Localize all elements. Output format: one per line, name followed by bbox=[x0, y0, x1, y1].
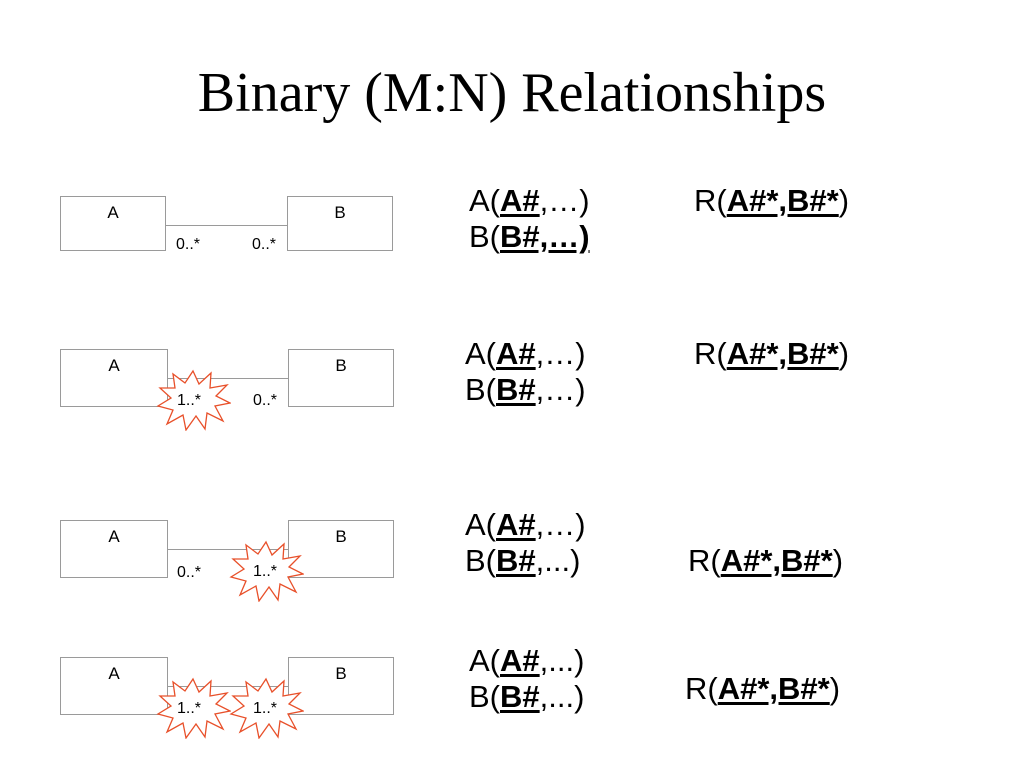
highlight-starburst-a bbox=[156, 369, 231, 431]
multiplicity-b: 1..* bbox=[252, 700, 277, 717]
relation-b: B(B#,...) bbox=[469, 679, 585, 714]
association-line bbox=[168, 549, 289, 550]
entity-label-a: A bbox=[108, 664, 120, 683]
association-line bbox=[168, 686, 289, 687]
entity-label-a: A bbox=[107, 203, 119, 222]
relationship-row-4: A B 1..* 1..* A(A#,...) B(B#,...) R(A#*,… bbox=[0, 643, 1024, 777]
multiplicity-b: 0..* bbox=[251, 236, 276, 253]
entity-label-b: B bbox=[335, 527, 347, 546]
entity-label-b: B bbox=[335, 356, 347, 375]
relation-schemas-ab: A(A#,...) B(B#,...) bbox=[469, 643, 584, 715]
entity-label-a: A bbox=[108, 527, 120, 546]
relation-b: B(B#,...) bbox=[465, 543, 581, 578]
relation-schemas-ab: A(A#,…) B(B#,...) bbox=[465, 507, 586, 579]
association-line bbox=[166, 225, 288, 226]
relationship-row-2: A B 1..* 0..* A(A#,…) B(B#,…) R(A#*,B#*) bbox=[0, 336, 1024, 469]
relation-a: A(A#,…) bbox=[465, 336, 586, 371]
relationship-row-1: A B 0..* 0..* A(A#,…) B(B#,…) R(A#*,B#*) bbox=[0, 183, 1024, 316]
relation-r: R(A#*,B#*) bbox=[685, 671, 841, 706]
relation-b: B(B#,…) bbox=[469, 219, 590, 254]
entity-box-a: A bbox=[60, 196, 166, 251]
relation-a: A(A#,…) bbox=[465, 507, 586, 542]
entity-box-b: B bbox=[288, 349, 394, 407]
multiplicity-a: 0..* bbox=[175, 236, 200, 253]
multiplicity-a: 1..* bbox=[176, 700, 201, 717]
entity-box-b: B bbox=[287, 196, 393, 251]
entity-label-a: A bbox=[108, 356, 120, 375]
relation-r: R(A#*,B#*) bbox=[694, 183, 850, 218]
relation-r: R(A#*,B#*) bbox=[694, 336, 850, 371]
relation-a: A(A#,...) bbox=[469, 643, 585, 678]
multiplicity-b: 1..* bbox=[252, 563, 277, 580]
association-line bbox=[168, 378, 289, 379]
slide-title: Binary (M:N) Relationships bbox=[197, 62, 827, 124]
entity-box-a: A bbox=[60, 349, 168, 407]
relation-b: B(B#,…) bbox=[465, 372, 586, 407]
relationship-row-3: A B 0..* 1..* A(A#,…) B(B#,...) R(A#*,B#… bbox=[0, 507, 1024, 640]
highlight-starburst-a bbox=[156, 677, 231, 739]
multiplicity-a: 0..* bbox=[176, 564, 201, 581]
relation-schemas-ab: A(A#,…) B(B#,…) bbox=[465, 336, 586, 408]
multiplicity-b: 0..* bbox=[252, 392, 277, 409]
entity-box-a: A bbox=[60, 520, 168, 578]
relation-r: R(A#*,B#*) bbox=[688, 543, 844, 578]
relation-schemas-ab: A(A#,…) B(B#,…) bbox=[469, 183, 590, 255]
highlight-starburst-b bbox=[229, 540, 304, 602]
entity-box-b: B bbox=[288, 657, 394, 715]
entity-box-b: B bbox=[288, 520, 394, 578]
relation-a: A(A#,…) bbox=[469, 183, 590, 218]
multiplicity-a: 1..* bbox=[176, 392, 201, 409]
entity-label-b: B bbox=[335, 664, 347, 683]
highlight-starburst-b bbox=[229, 677, 304, 739]
entity-box-a: A bbox=[60, 657, 168, 715]
entity-label-b: B bbox=[334, 203, 346, 222]
